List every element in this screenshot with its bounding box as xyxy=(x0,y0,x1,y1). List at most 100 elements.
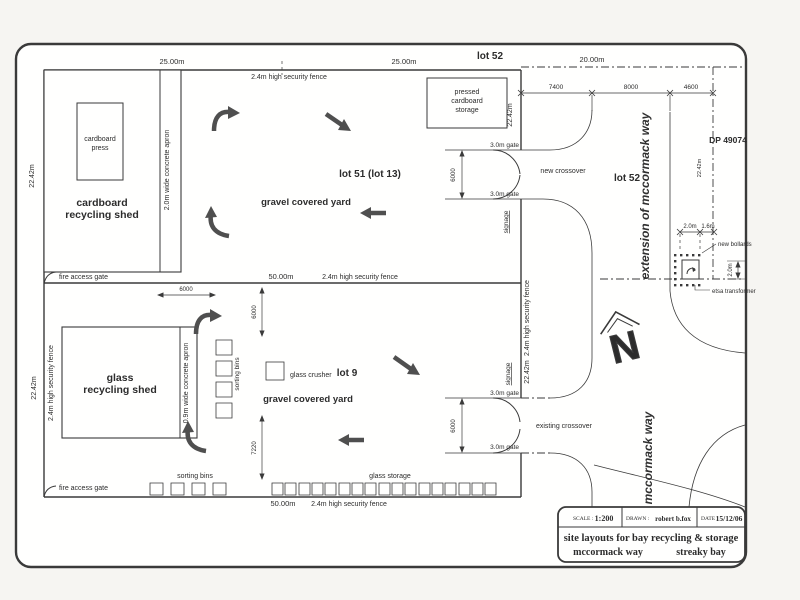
bollard-witness-lines xyxy=(679,234,701,251)
page-border xyxy=(14,42,748,569)
scale-label: SCALE : xyxy=(573,516,594,522)
arrow-head xyxy=(228,106,240,119)
label-cardboard-press-1: cardboard xyxy=(84,136,116,143)
dim-50m-bottom: 50.00m xyxy=(270,499,295,508)
label-dp-49074: DP 49074 xyxy=(709,135,747,145)
dim-25m-left: 25.00m xyxy=(159,57,184,66)
dim-6000-gate-upper: 6000 xyxy=(451,168,457,182)
arrow-head xyxy=(205,206,217,218)
road-corner-curves xyxy=(593,290,746,508)
date-value: 15/12/06 xyxy=(716,514,743,523)
label-cardboard-shed-1: cardboard xyxy=(76,197,127,209)
sorting-bin-squares-row xyxy=(149,482,227,496)
label-cardboard-shed-2: recycling shed xyxy=(65,209,139,221)
dim-16m-bollards: 1.6m xyxy=(701,224,714,230)
label-gate-upper-2: 3.0m gate xyxy=(490,191,519,198)
title-block-dividers xyxy=(558,507,745,528)
label-lot9: lot 9 xyxy=(337,368,358,379)
dim-7220-column: 7220 xyxy=(252,441,258,455)
transformer-dim-arrows xyxy=(735,261,741,279)
title-block: SCALE : 1:200 DRAWN : robert b.fox DATE … xyxy=(557,506,746,563)
label-gate-lower-1: 3.0m gate xyxy=(490,390,519,397)
arrow-head xyxy=(407,363,420,375)
dim-2242-upper-left: 22.42m xyxy=(29,164,36,188)
label-fence-middle: 2.4m high security fence xyxy=(322,274,398,281)
label-gate-lower-2: 3.0m gate xyxy=(490,444,519,451)
dim-20m: 20.00m xyxy=(579,55,604,64)
label-cardboard-press-2: press xyxy=(91,145,109,152)
label-fence-bottom: 2.4m high security fence xyxy=(311,501,387,508)
new-crossover-edges xyxy=(521,149,550,200)
dim-6000-gate-lower: 6000 xyxy=(451,419,457,433)
arrow-se-upper xyxy=(324,112,344,127)
label-apron-2m: 2.0m wide concrete apron xyxy=(164,130,171,211)
dim-25m-right: 25.00m xyxy=(391,57,416,66)
label-apron-09m: 0.9m wide concrete apron xyxy=(183,343,190,424)
pressed-cardboard-storage-box xyxy=(426,77,508,129)
glass-crusher-square xyxy=(265,361,285,381)
glass-storage-squares xyxy=(271,482,497,496)
dim-2242-upper-right: 22.42m xyxy=(507,103,514,127)
label-glass-shed-2: recycling shed xyxy=(83,384,157,396)
arrow-head xyxy=(182,421,194,433)
label-gravel-yard-upper: gravel covered yard xyxy=(261,197,351,208)
fire-access-gate-arcs xyxy=(43,271,57,498)
label-extension-mccormack-way: extension of mccormack way xyxy=(638,111,652,279)
label-new-bollards: new bollards xyxy=(718,242,752,248)
label-fence-lower-left: 2.4m high security fence xyxy=(48,345,55,421)
drawing-title: site layouts for bay recycling & storage xyxy=(564,533,739,544)
label-lot52-top: lot 52 xyxy=(477,51,504,62)
existing-crossover-flares xyxy=(549,357,593,493)
glass-recycling-shed xyxy=(61,326,198,439)
label-signage-upper: signage xyxy=(503,210,510,233)
drawing-subtitle-town: streaky bay xyxy=(676,547,726,558)
north-arrow-roof-inner xyxy=(607,318,633,333)
top-dimension-line xyxy=(521,92,713,111)
title-block-border xyxy=(557,506,746,563)
label-fence-right: 2.4m high security fence xyxy=(524,280,531,356)
label-glass-crusher: glass crusher xyxy=(290,372,332,379)
etsa-transformer-box xyxy=(681,259,700,280)
north-arrow-roof xyxy=(600,310,640,335)
gate-leaf-arcs xyxy=(492,149,521,454)
dim-50m-middle: 50.00m xyxy=(268,272,293,281)
transformer-arrow-head xyxy=(692,267,696,272)
road-edges xyxy=(591,112,671,507)
label-glass-shed-1: glass xyxy=(107,372,134,384)
arrow-curve-ne-lower xyxy=(193,312,213,335)
label-existing-crossover: existing crossover xyxy=(536,423,593,430)
label-sorting-bins-row: sorting bins xyxy=(177,473,213,480)
dim-7400: 7400 xyxy=(549,84,564,91)
dim-6000-column: 6000 xyxy=(252,305,258,319)
cardboard-press-box xyxy=(76,102,124,181)
lot-boundary-line xyxy=(521,66,744,280)
label-etsa-transformer: etsa transformer xyxy=(712,289,756,295)
drawn-label: DRAWN : xyxy=(626,516,650,522)
label-sorting-bins-column: sorting bins xyxy=(234,357,241,391)
arrow-head xyxy=(338,434,349,446)
label-fire-access-gate-lower: fire access gate xyxy=(59,485,108,492)
bollard-dimension-ticks xyxy=(676,228,718,236)
label-signage-lower: signage xyxy=(505,362,512,385)
label-lot51: lot 51 (lot 13) xyxy=(339,169,401,180)
dim-6000-horizontal: 6000 xyxy=(179,287,193,293)
detail-leader-lines xyxy=(694,243,745,291)
arrow-curve-ne-upper xyxy=(211,109,231,132)
yard-dimension-lines xyxy=(158,289,263,478)
sorting-bin-squares-column xyxy=(215,339,233,419)
arrow-head xyxy=(338,119,351,131)
arrow-se-lower xyxy=(392,355,413,371)
drawing-subtitle-street: mccormack way xyxy=(573,547,643,558)
label-fence-top: 2.4m high security fence xyxy=(251,74,327,81)
label-pressed-storage-3: storage xyxy=(455,107,478,114)
dimension-tick-marks xyxy=(517,89,717,97)
label-glass-storage: glass storage xyxy=(369,473,411,480)
transformer-arrow-glyph xyxy=(686,267,696,275)
drawn-value: robert b.fox xyxy=(655,515,691,523)
scale-value: 1:200 xyxy=(595,514,614,523)
dim-2242-road: 22.42m xyxy=(697,158,703,177)
label-gate-upper-1: 3.0m gate xyxy=(490,142,519,149)
arrow-head xyxy=(360,207,371,219)
label-new-crossover: new crossover xyxy=(540,168,586,175)
label-gravel-yard-lower: gravel covered yard xyxy=(263,394,353,405)
